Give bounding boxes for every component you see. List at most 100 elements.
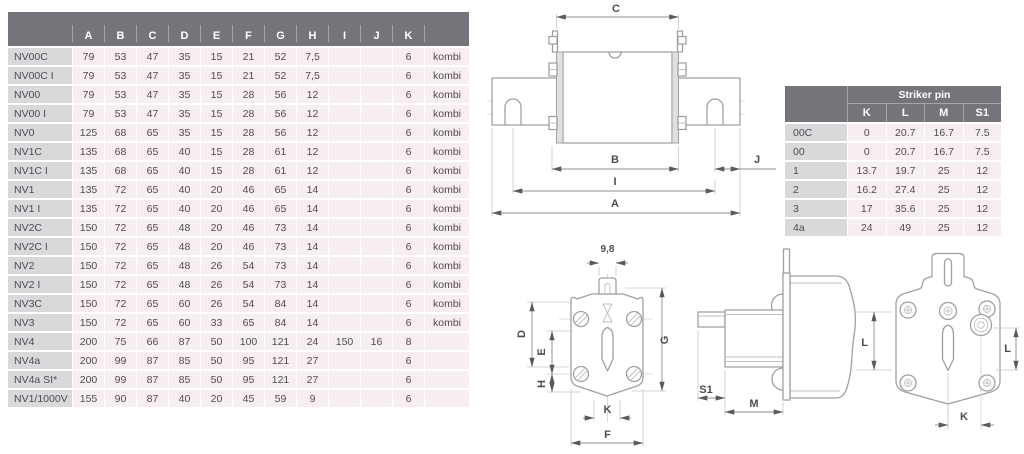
row-label: 00 bbox=[785, 143, 847, 160]
table-cell: 68 bbox=[105, 143, 136, 160]
table-cell: 0 bbox=[848, 124, 886, 141]
row-label: NV00 I bbox=[8, 105, 72, 122]
table-cell: 65 bbox=[137, 314, 168, 331]
table-cell: 48 bbox=[169, 257, 200, 274]
row-label: NV1C bbox=[8, 143, 72, 160]
fuse-body bbox=[562, 51, 673, 144]
table-cell: 24 bbox=[297, 333, 328, 350]
table-cell bbox=[361, 219, 392, 236]
table-cell: 6 bbox=[393, 124, 424, 141]
table-cell: 20.7 bbox=[886, 143, 924, 160]
table-cell: 47 bbox=[137, 67, 168, 84]
table-cell: 27 bbox=[297, 371, 328, 388]
end-flange bbox=[782, 272, 791, 401]
column-header: B bbox=[104, 12, 136, 46]
table-cell: 99 bbox=[105, 352, 136, 369]
table-cell: 53 bbox=[105, 105, 136, 122]
column-header: F bbox=[232, 12, 264, 46]
table-cell: 20 bbox=[201, 238, 232, 255]
table-cell: 21 bbox=[233, 67, 264, 84]
indicator-hole bbox=[969, 313, 993, 337]
table-cell: 121 bbox=[265, 371, 296, 388]
table-cell: 87 bbox=[137, 371, 168, 388]
table-cell: 15 bbox=[201, 143, 232, 160]
table-cell: 27.4 bbox=[886, 181, 924, 198]
table-cell: 12 bbox=[297, 105, 328, 122]
table-cell: 84 bbox=[265, 295, 296, 312]
table-cell: 14 bbox=[297, 181, 328, 198]
table-cell: 46 bbox=[233, 238, 264, 255]
table-cell: 6 bbox=[393, 48, 424, 65]
table-cell: 75 bbox=[105, 333, 136, 350]
table-cell: 72 bbox=[105, 257, 136, 274]
table-cell: 33 bbox=[201, 314, 232, 331]
table-cell: 68 bbox=[105, 162, 136, 179]
table-cell: kombi bbox=[425, 105, 469, 122]
table-cell: 54 bbox=[233, 257, 264, 274]
table-cell: 56 bbox=[265, 86, 296, 103]
table-cell bbox=[329, 295, 360, 312]
table-cell: kombi bbox=[425, 48, 469, 65]
table-cell: 135 bbox=[73, 162, 104, 179]
table-cell: 16.7 bbox=[925, 124, 963, 141]
table-cell: 17 bbox=[848, 200, 886, 217]
table-cell bbox=[361, 86, 392, 103]
table-cell: 48 bbox=[169, 238, 200, 255]
fuse-detail-drawings: 9,8 G D E H K bbox=[516, 244, 1019, 446]
table-cell: 15 bbox=[201, 162, 232, 179]
table-cell: 49 bbox=[886, 219, 924, 236]
table-cell: 73 bbox=[265, 257, 296, 274]
table-cell: 26 bbox=[201, 276, 232, 293]
table-cell: 54 bbox=[233, 295, 264, 312]
table-cell: 35 bbox=[169, 105, 200, 122]
table-cell: 12 bbox=[963, 219, 1001, 236]
table-cell: 73 bbox=[265, 219, 296, 236]
dim-label-k-front: K bbox=[604, 404, 612, 416]
row-label: NV1 bbox=[8, 181, 72, 198]
table-cell: 25 bbox=[925, 200, 963, 217]
table-cell: kombi bbox=[425, 276, 469, 293]
table-cell bbox=[361, 238, 392, 255]
table-cell: 121 bbox=[265, 352, 296, 369]
table-cell: 12 bbox=[297, 162, 328, 179]
row-label: NV1 I bbox=[8, 200, 72, 217]
table-cell: 65 bbox=[265, 200, 296, 217]
table-cell bbox=[329, 238, 360, 255]
table-cell: 65 bbox=[137, 143, 168, 160]
column-header: M bbox=[924, 104, 963, 122]
row-label: 4a bbox=[785, 219, 847, 236]
table-cell: 6 bbox=[393, 314, 424, 331]
dim-label-k-rear: K bbox=[960, 411, 968, 423]
table-cell: 87 bbox=[137, 390, 168, 407]
row-label: NV2C I bbox=[8, 238, 72, 255]
table-cell bbox=[329, 48, 360, 65]
table-cell: 6 bbox=[393, 257, 424, 274]
table-cell: 28 bbox=[233, 86, 264, 103]
table-cell bbox=[329, 352, 360, 369]
table-cell: 35 bbox=[169, 86, 200, 103]
table-cell: 26 bbox=[201, 257, 232, 274]
row-label: NV1C I bbox=[8, 162, 72, 179]
table-cell: 16.2 bbox=[848, 181, 886, 198]
blade-slot bbox=[601, 326, 614, 372]
table-cell: 100 bbox=[233, 333, 264, 350]
row-label: NV4a bbox=[8, 352, 72, 369]
table-cell: 79 bbox=[73, 105, 104, 122]
column-header: H bbox=[296, 12, 328, 46]
table-cell: 150 bbox=[329, 333, 360, 350]
table-cell: 15 bbox=[201, 48, 232, 65]
screw-icon bbox=[572, 310, 643, 383]
table-cell: 85 bbox=[169, 352, 200, 369]
table-cell: 46 bbox=[233, 200, 264, 217]
right-blade-notch bbox=[706, 98, 724, 126]
table-cell: 6 bbox=[393, 352, 424, 369]
table-cell: 60 bbox=[169, 314, 200, 331]
table-cell: 90 bbox=[105, 390, 136, 407]
table-cell: kombi bbox=[425, 238, 469, 255]
